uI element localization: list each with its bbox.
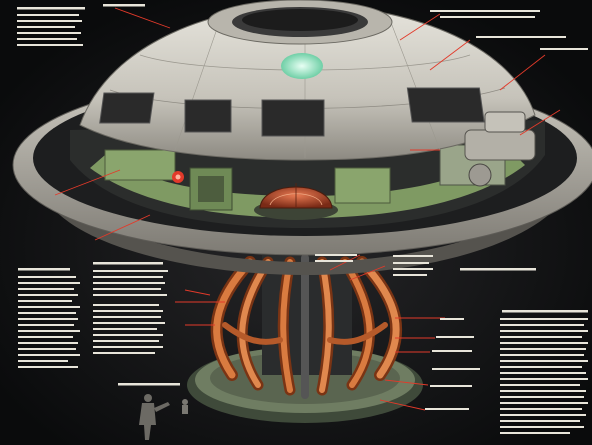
upper-dome [79,0,536,161]
annotation-text-blocks [17,4,588,434]
callout-leaders [54,7,561,411]
reactor-dome [254,183,338,220]
copper-pipe-bundle [210,254,403,399]
engine-machinery [464,111,536,187]
figure-silhouette [139,394,188,440]
